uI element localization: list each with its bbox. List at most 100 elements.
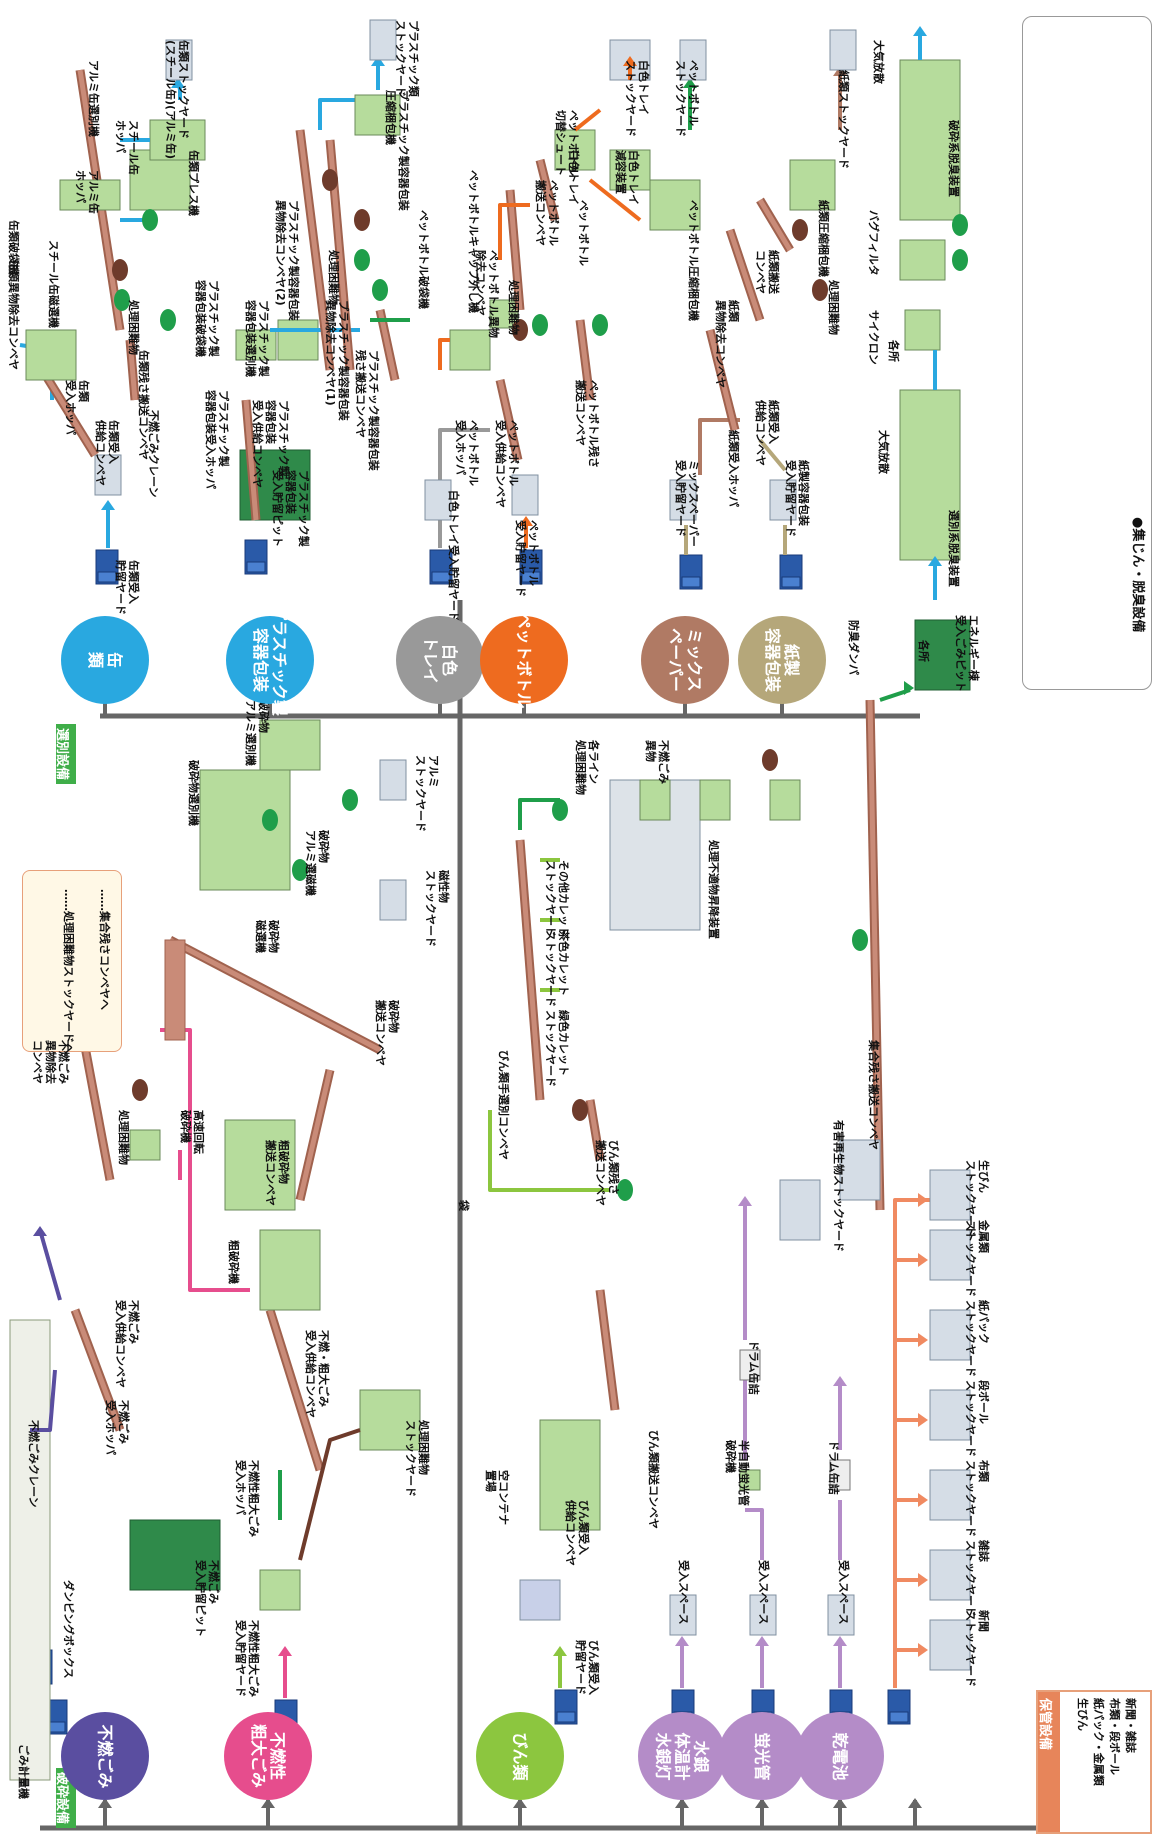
label-empty-container: 空コンテナ 置場: [484, 1470, 510, 1525]
category-circle-crushing-4: 蛍光管: [718, 1712, 806, 1800]
arrow-head: [913, 26, 927, 36]
category-label: 水銀 体温計 水銀灯: [653, 1732, 710, 1780]
label-can-yard: 缶類受入 貯留ヤード: [114, 560, 140, 615]
label-stock-items-6: 生びん ストックヤード: [964, 1160, 990, 1237]
label-stock-items-0: 新聞 ストックヤード: [964, 1610, 990, 1687]
label-harmful-stock: 有害再生物ストックヤード: [832, 1120, 845, 1252]
label-noncomb-crane2: 不燃ごみクレーン: [147, 410, 160, 497]
arrow-head: [755, 1636, 769, 1646]
label-noncomb-pit: 不燃ごみ 受入貯留ピット: [194, 1560, 220, 1637]
label-alu-magnet: 破砕物 アルミ選磁機: [304, 830, 330, 896]
label-noncomb-crane: 不燃ごみクレーン: [27, 1420, 40, 1507]
pet-flow: [440, 340, 450, 370]
label-noncomb-foreign2: 不燃ごみ 異物: [644, 740, 670, 784]
crushed-conveyor-top: [300, 1070, 330, 1200]
label-pet-residue: ペットボトル残さ 搬送コンベヤ: [574, 380, 600, 468]
truck-cab-icon: [247, 562, 265, 572]
label-cyclone: サイクロン: [867, 310, 880, 365]
label-bulky-hopper: 不燃性粗大ごみ 受入ホッパ: [234, 1460, 260, 1537]
label-can-stock: 缶類ストックヤード (スチール缶)(アルミ缶): [164, 40, 190, 159]
label-bottle-handsort: びん類手選別コンベヤ: [497, 1050, 510, 1160]
arrow-head: [553, 1646, 567, 1656]
badge-mark-2: [372, 279, 388, 301]
hazard-flow: [745, 1510, 762, 1560]
badge-mark-2: [592, 314, 608, 336]
category-circle-crushing-2: びん類: [476, 1712, 564, 1800]
label-exhaust1: 大気放散: [877, 430, 890, 474]
rack-line-hard: [640, 780, 670, 820]
label-bulky-yard: 不燃性粗大ごみ 受入貯留ヤード: [234, 1620, 260, 1697]
truck-cab-icon: [890, 1712, 908, 1722]
label-crushed-conv: 破砕物 搬送コンベヤ: [374, 1000, 400, 1066]
label-semi-crusher: 半自動蛍光管 破砕機: [724, 1440, 750, 1506]
legend-text-2: ……集合残さコンベヤへ: [98, 889, 111, 1010]
badge-mark-1: [322, 169, 338, 191]
label-plastic-residue: プラスチック製容器包装 残さ搬送コンベヤ: [354, 350, 380, 471]
magnet: [165, 940, 185, 1040]
label-plastic-stock: プラスチック類 ストックヤード: [394, 20, 420, 97]
crushed-transport-conveyor-top: [170, 940, 380, 1050]
label-alu-hopper: アルミ缶 ホッパ: [74, 170, 100, 214]
label-paper-hopper: 紙類受入ホッパ: [727, 430, 740, 507]
label-stock-items-4: 紙パック ストックヤード: [964, 1300, 990, 1377]
label-green-cullet: 緑色カレット ストックヤード: [544, 1010, 570, 1087]
label-drum2: ドラム缶詰: [827, 1440, 840, 1495]
label-receive2: 受入スペース: [757, 1560, 770, 1625]
truck-cab-icon: [557, 1712, 575, 1722]
label-pet-foreign: ペットボトル異物 除去コンベヤ: [474, 250, 500, 338]
label-bag-filter: バグフィルタ: [867, 210, 880, 276]
label-hard-items1: 処理困難物: [117, 1110, 130, 1165]
category-circle-sorting-1: プラスチック製 容器包装: [226, 616, 314, 704]
label-pet-breaker: ペットボトル破袋機: [417, 210, 430, 309]
badge-mark-2: [160, 309, 176, 331]
label-alu-stock: アルミ ストックヤード: [414, 755, 440, 832]
stockyard-icon: [380, 880, 406, 920]
category-label: 乾電池: [830, 1732, 849, 1780]
category-label: びん類: [510, 1732, 529, 1780]
bottle-handsort-conveyor-top: [520, 840, 540, 1100]
badge-mark-1: [132, 1079, 148, 1101]
label-pet-stock: ペットボトル ストックヤード: [674, 60, 700, 137]
category-circle-sorting-4: ミックス ペーパー: [641, 616, 729, 704]
badge-mark-1: [112, 259, 128, 281]
label-line-hard: 各ライン 処理困難物: [574, 740, 600, 795]
label-tray-reducer: 白色トレイ 減容装置: [614, 150, 640, 205]
label-bottle-yard: びん類受入 貯留ヤード: [574, 1640, 600, 1695]
label-paper-press: 紙類圧縮梱包機: [817, 200, 830, 277]
label-dust-source1: 各所: [917, 640, 930, 662]
category-circle-sorting-5: 紙製 容器包装: [738, 616, 826, 704]
label-brown-cullet: 茶色カレット ストックヤード: [544, 930, 570, 1007]
storage-items: 新聞・雑誌 布類・段ボール 紙パック・金属類 生びん: [1074, 1698, 1138, 1786]
label-noncomb-hopper: 不燃ごみ 受入ホッパ: [104, 1400, 130, 1455]
category-circle-crushing-1: 不燃性 粗大ごみ: [224, 1712, 312, 1800]
label-noncomb-foreign: 不燃ごみ 異物除去 コンベヤ: [31, 1040, 70, 1084]
category-label: ペットボトル: [515, 612, 534, 708]
label-bottle-conv: びん類受入 供給コンベヤ: [564, 1500, 590, 1566]
harmful-stock: [780, 1180, 820, 1240]
arrow-head: [278, 1646, 292, 1656]
label-plastic-pit: プラスチック製 容器包装 受入貯留ピット: [271, 470, 310, 547]
label-pet-conv: ペットボトル 受入供給コンベヤ: [494, 420, 520, 508]
stockyard-icon: [380, 760, 406, 800]
label-pet-yard: ペットボトル 受入貯留ヤード: [514, 520, 540, 597]
label-dust-source2: 各所: [887, 340, 900, 362]
label-racks: 処理不適物昇降装置: [707, 840, 720, 939]
arrow-head: [833, 1636, 847, 1646]
label-stock-items-3: 段ボール ストックヤード: [964, 1380, 990, 1457]
badge-mark-2: [952, 249, 968, 271]
arrow-head: [33, 1226, 47, 1236]
label-stock-items-1: 雑誌 ストックヤード: [964, 1540, 990, 1617]
arrow-head: [833, 1376, 847, 1386]
label-bottle-residue: びん類残さ 搬送コンベヤ: [594, 1140, 620, 1206]
plastic-flow: [320, 100, 355, 130]
label-hard-items4: 処理困難物: [507, 280, 520, 335]
plastic-sorter: [278, 320, 318, 360]
category-circle-sorting-3: ペットボトル: [480, 616, 568, 704]
category-circle-sorting-0: 缶 類: [61, 616, 149, 704]
label-plastic-foreign2: プラスチック製容器包装 異物除去コンベヤ(2): [274, 200, 300, 321]
dust-title: ●集じん・脱臭設備: [1130, 517, 1145, 632]
label-exhaust2: 大気放散: [872, 40, 885, 84]
category-label: プラスチック製 容器包装: [251, 604, 289, 716]
label-can-conv: 缶類受入 供給コンベヤ: [94, 420, 120, 486]
